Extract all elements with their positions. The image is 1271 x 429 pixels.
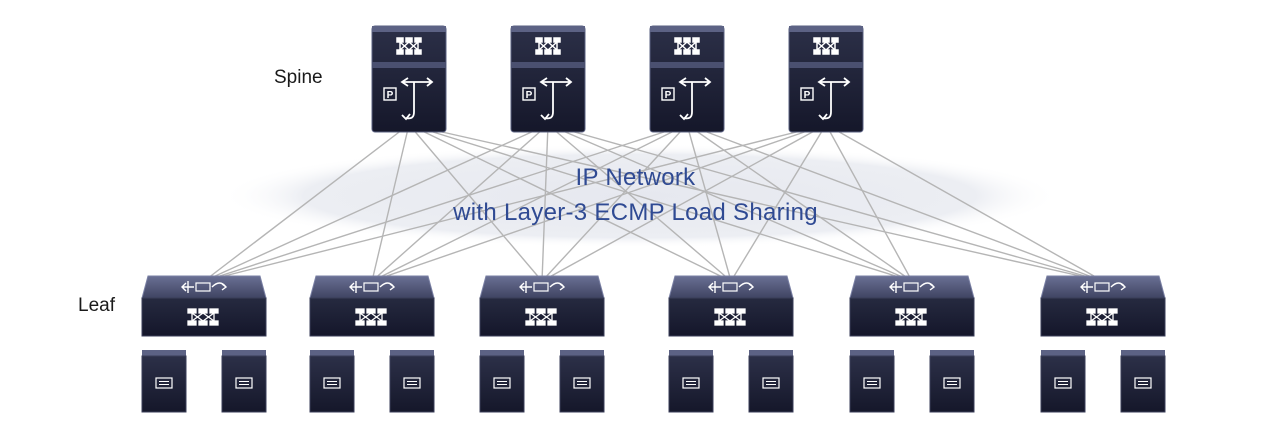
leaf-label: Leaf [78, 295, 115, 316]
server-icon [1040, 350, 1086, 413]
spine-switch-icon: P [371, 25, 447, 133]
server-icon [559, 350, 605, 413]
spine-leaf-link [380, 129, 811, 279]
spine-leaf-link [694, 129, 908, 279]
spine-leaf-link [207, 129, 403, 279]
spine-leaf-link [413, 129, 540, 279]
spine-leaf-link [375, 129, 543, 279]
spine-leaf-link [433, 129, 1090, 279]
network-title: IP Network [575, 164, 696, 191]
servers [141, 350, 1166, 413]
server-icon [1120, 350, 1166, 413]
spine-leaf-link [687, 129, 731, 279]
server-icon [479, 350, 525, 413]
spine-leaf-link [419, 129, 725, 279]
leaf-switch-icon [668, 275, 794, 337]
spine-leaf-link [828, 129, 911, 279]
spine-leaf-link [547, 129, 817, 279]
spine-switch-icon: P [649, 25, 725, 133]
server-icon [668, 350, 714, 413]
server-icon [141, 350, 187, 413]
leaf-switch-icon [141, 275, 267, 337]
spine-leaf-link [560, 129, 905, 279]
spine-leaf-link [544, 129, 683, 279]
leaf-switches [141, 275, 1166, 337]
spine-leaf-link [213, 129, 671, 279]
leaf-switch-icon [849, 275, 975, 337]
spine-leaf-link [216, 129, 805, 279]
spine-leaf-link [372, 129, 409, 279]
server-icon [389, 350, 435, 413]
leaf-switch-icon [1040, 275, 1166, 337]
spine-leaf-link [426, 129, 903, 279]
svg-text:P: P [804, 90, 811, 101]
spine-switch-icon: P [510, 25, 586, 133]
server-icon [221, 350, 267, 413]
spine-leaf-link [210, 129, 537, 279]
svg-text:P: P [387, 90, 394, 101]
server-icon [929, 350, 975, 413]
svg-text:P: P [665, 90, 672, 101]
server-icon [849, 350, 895, 413]
leaf-switch-icon [309, 275, 435, 337]
network-subtitle: with Layer-3 ECMP Load Sharing [453, 199, 818, 226]
server-icon [748, 350, 794, 413]
spine-leaf-link [835, 129, 1098, 279]
spine-leaf-link [377, 129, 677, 279]
spine-label: Spine [274, 67, 323, 88]
spine-leaf-link [732, 129, 824, 279]
spine-switch-icon: P [788, 25, 864, 133]
spine-leaf-link [553, 129, 728, 279]
spine-leaf-link [541, 129, 549, 279]
mesh-links [207, 129, 1098, 279]
svg-text:P: P [526, 90, 533, 101]
spine-leaf-link [567, 129, 1093, 279]
server-icon [309, 350, 355, 413]
leaf-switch-icon [479, 275, 605, 337]
spine-leaf-link [701, 129, 1095, 279]
